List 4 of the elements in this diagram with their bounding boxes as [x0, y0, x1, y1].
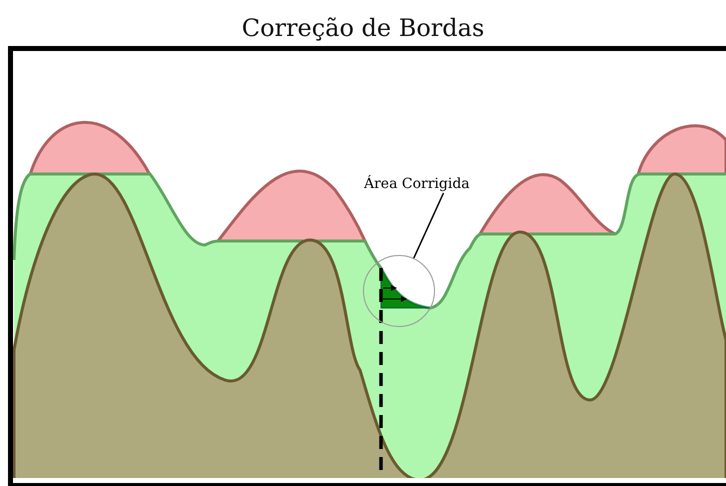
highlight-circle [363, 255, 435, 327]
leader-line [413, 192, 444, 258]
callout-label: Área Corrigida [364, 176, 470, 192]
diagram-title: Correção de Bordas [240, 14, 486, 42]
